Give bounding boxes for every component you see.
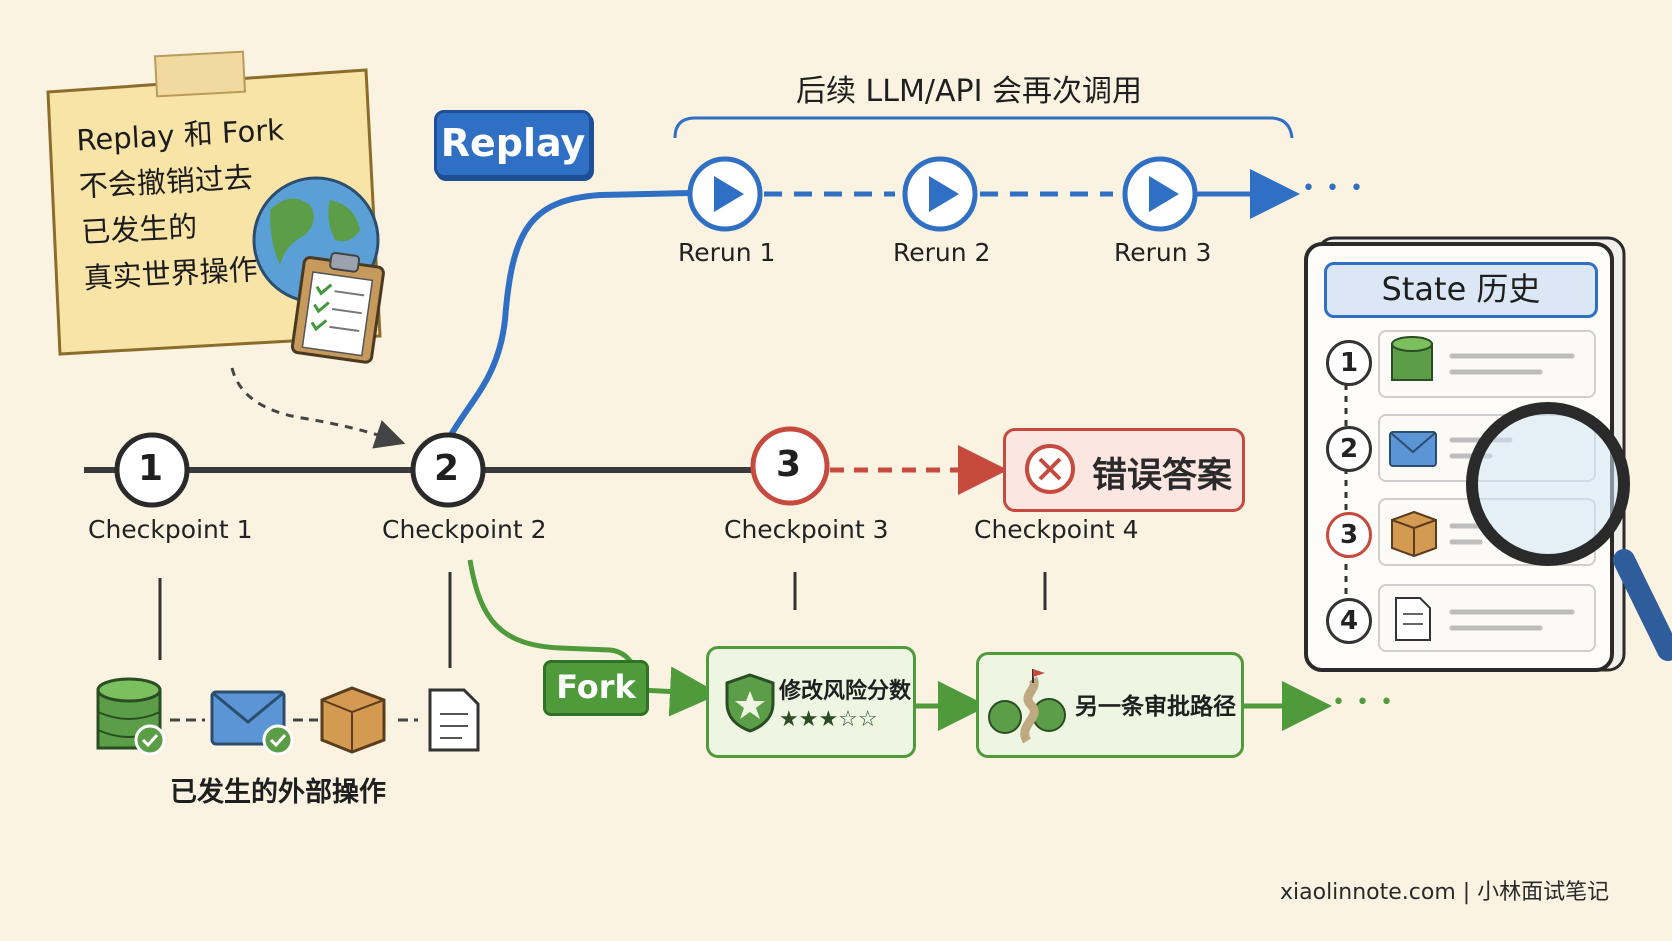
replay-title: 后续 LLM/API 会再次调用 xyxy=(796,74,1142,109)
mail-icon xyxy=(210,690,294,756)
checkpoint-1-number: 1 xyxy=(138,448,164,489)
sticky-note-text: Replay 和 Fork 不会撤销过去 已发生的 真实世界操作 xyxy=(75,107,292,302)
state-row-2-badge: 2 xyxy=(1326,426,1372,472)
fork-step-risk-text: 修改风险分数 xyxy=(779,679,912,704)
fork-step-approval-box: 另一条审批路径 xyxy=(976,652,1244,758)
checkpoint-4-label: Checkpoint 4 xyxy=(974,515,1139,544)
replay-tag: Replay xyxy=(434,110,592,178)
rating-stars: ★★★☆☆ xyxy=(779,707,878,732)
shield-star-icon xyxy=(725,673,775,733)
state-row-1-badge: 1 xyxy=(1326,340,1372,386)
fork-step-risk-box: 修改风险分数 ★★★☆☆ xyxy=(706,646,916,758)
error-answer-text: 错误答案 xyxy=(1092,456,1233,496)
rerun-2-label: Rerun 2 xyxy=(893,238,991,267)
state-row-3-badge: 3 xyxy=(1326,512,1372,558)
replay-ellipsis: • • • xyxy=(1302,176,1365,201)
rerun-3-label: Rerun 3 xyxy=(1114,238,1212,267)
checkpoint-3-label: Checkpoint 3 xyxy=(724,515,889,544)
clipboard-icon xyxy=(290,251,385,364)
rerun-3-play-icon xyxy=(1122,156,1198,232)
error-x-icon xyxy=(1025,444,1075,494)
database-icon xyxy=(96,677,166,756)
checkpoint-2-number: 2 xyxy=(434,448,460,489)
fork-tag: Fork xyxy=(543,660,649,716)
checkpoint-2-circle xyxy=(410,432,486,508)
error-answer-box: 错误答案 xyxy=(1003,428,1245,512)
checkpoint-1-label: Checkpoint 1 xyxy=(88,515,253,544)
rerun-2-play-icon xyxy=(902,156,978,232)
document-icon xyxy=(428,688,480,752)
checkpoint-1-circle xyxy=(114,432,190,508)
external-ops-label: 已发生的外部操作 xyxy=(170,777,386,808)
checkpoint-3-circle xyxy=(750,426,830,506)
state-history-title: State 历史 xyxy=(1324,262,1598,318)
checkpoint-3-number: 3 xyxy=(776,444,802,485)
rerun-1-label: Rerun 1 xyxy=(678,238,776,267)
state-row-4-badge: 4 xyxy=(1326,598,1372,644)
winding-path-icon xyxy=(988,669,1066,744)
fork-step-approval-text: 另一条审批路径 xyxy=(1075,694,1236,720)
rerun-1-play-icon xyxy=(687,156,763,232)
fork-ellipsis: • • • xyxy=(1332,690,1395,715)
magnifier-icon xyxy=(1466,402,1672,661)
package-icon xyxy=(320,686,386,754)
checkpoint-2-label: Checkpoint 2 xyxy=(382,515,547,544)
footer-credit: xiaolinnote.com | 小林面试笔记 xyxy=(1280,880,1610,905)
